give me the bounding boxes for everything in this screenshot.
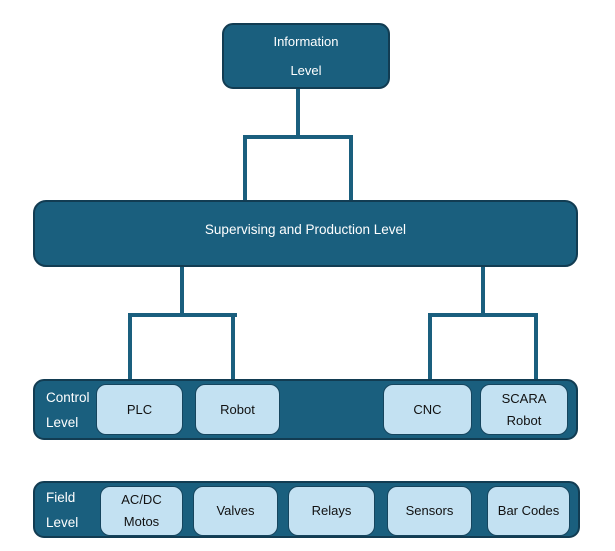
connector-right-drop-cnc bbox=[428, 313, 432, 381]
control-item-robot: Robot bbox=[195, 384, 280, 435]
field-item-valves: Valves bbox=[193, 486, 278, 536]
connector-left-crossbar bbox=[128, 313, 237, 317]
connector-info-right-drop bbox=[349, 135, 353, 202]
connector-left-drop-plc bbox=[128, 313, 132, 381]
control-level-label: Control Level bbox=[46, 389, 90, 430]
connector-left-stem bbox=[180, 266, 184, 317]
connector-right-crossbar bbox=[428, 313, 538, 317]
connector-left-drop-robot bbox=[231, 313, 235, 381]
supervising-production-level-node: Supervising and Production Level bbox=[33, 200, 578, 267]
field-item-relays: Relays bbox=[288, 486, 375, 536]
connector-info-left-drop bbox=[243, 135, 247, 202]
information-level-node: Information Level bbox=[222, 23, 390, 89]
information-level-label: Information Level bbox=[273, 34, 339, 78]
connector-info-stem bbox=[296, 89, 300, 139]
control-item-cnc: CNC bbox=[383, 384, 472, 435]
field-level-label: Field Level bbox=[46, 489, 79, 530]
control-item-plc: PLC bbox=[96, 384, 183, 435]
supervising-production-level-label: Supervising and Production Level bbox=[204, 221, 407, 237]
connector-right-stem bbox=[481, 266, 485, 317]
field-item-acdc-motos: AC/DC Motos bbox=[100, 486, 183, 536]
control-item-scara-robot: SCARA Robot bbox=[480, 384, 568, 435]
connector-right-drop-scara bbox=[534, 313, 538, 381]
connector-info-crossbar bbox=[243, 135, 353, 139]
field-item-sensors: Sensors bbox=[387, 486, 472, 536]
field-item-bar-codes: Bar Codes bbox=[487, 486, 570, 536]
